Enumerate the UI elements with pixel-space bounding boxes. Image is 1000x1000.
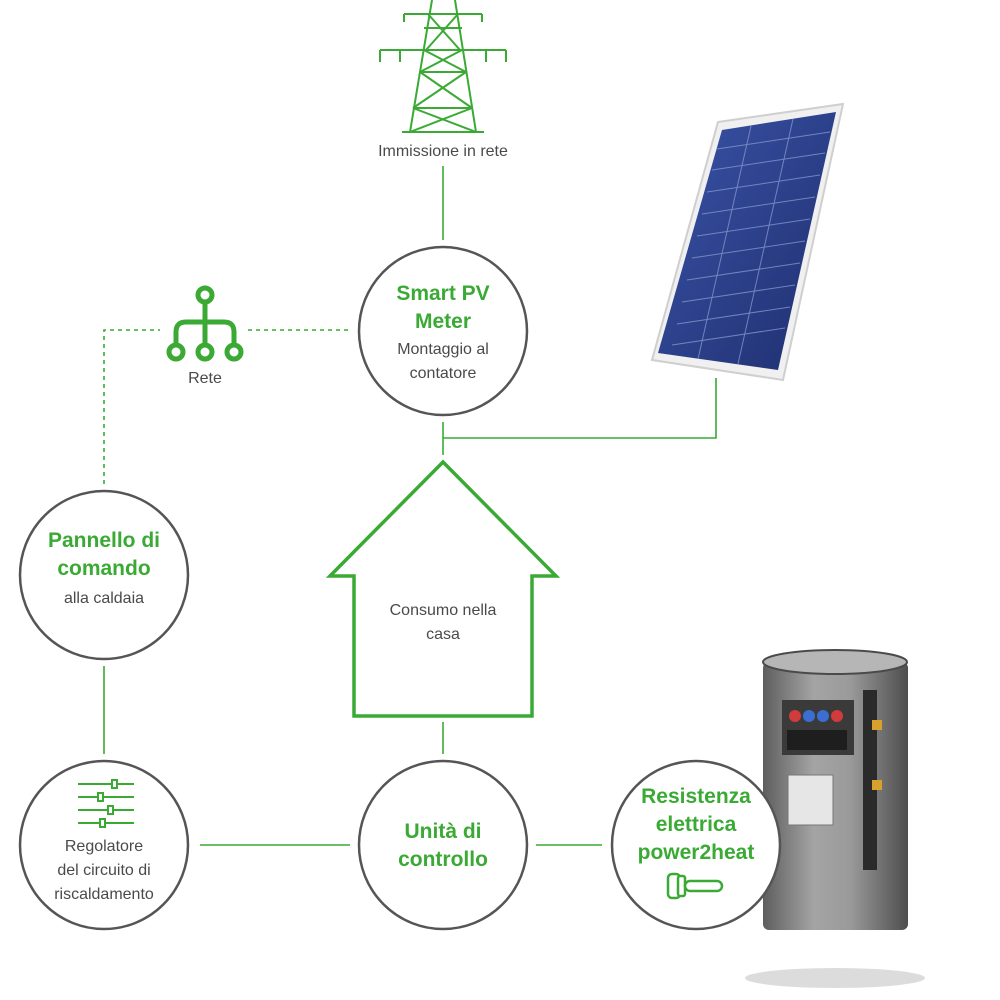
house-label: Consumo nella casa <box>389 602 497 643</box>
smart-meter-title: Smart PV Meter <box>396 282 490 333</box>
line-network-panel <box>103 329 160 484</box>
storage-tank-image <box>745 649 925 988</box>
regulator-node <box>18 759 190 931</box>
network-node-icon <box>166 285 244 362</box>
control-panel-subtitle: alla caldaia <box>63 590 145 607</box>
smart-meter-node <box>357 245 529 417</box>
sliders-icon <box>78 779 134 828</box>
grid-label: Immissione in rete <box>378 143 508 160</box>
heater-node <box>610 759 782 931</box>
house-outline <box>325 459 561 718</box>
regulator-label: Regolatore del circuito di riscaldamento <box>54 838 154 903</box>
heater-title: Resistenza elettrica power2heat <box>637 785 755 864</box>
solar-panel-image <box>650 102 845 382</box>
connector-lines <box>103 166 717 846</box>
power-pylon-icon <box>379 0 507 133</box>
control-unit-title: Unità di controllo <box>398 820 488 871</box>
control-panel-title: Pannello di comando <box>47 529 160 580</box>
control-panel-node <box>18 489 190 661</box>
heating-element-icon <box>666 872 724 900</box>
line-solar-connection <box>443 378 717 439</box>
network-label: Rete <box>188 370 222 387</box>
smart-meter-subtitle: Montaggio al contatore <box>397 341 489 382</box>
control-unit-node <box>357 759 529 931</box>
